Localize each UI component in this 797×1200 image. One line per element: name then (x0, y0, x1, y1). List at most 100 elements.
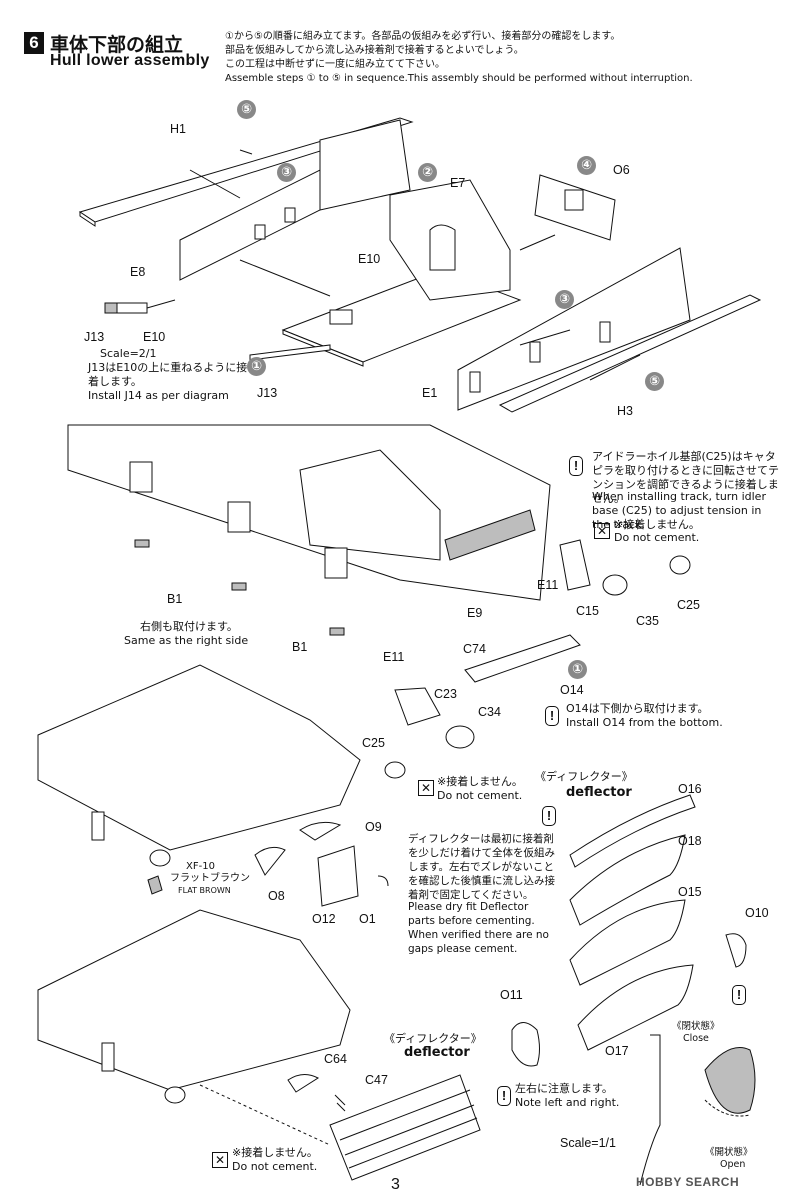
label-e11-a: E11 (537, 578, 559, 592)
label-o11: O11 (500, 988, 523, 1002)
part-o11 (511, 1022, 540, 1067)
label-o15: O15 (678, 885, 702, 899)
label-e7: E7 (450, 176, 466, 190)
label-b1-b: B1 (292, 640, 308, 654)
no-cement-en: Do not cement. (614, 531, 700, 544)
label-h1: H1 (170, 122, 186, 136)
label-c34: C34 (478, 705, 501, 719)
label-c64: C64 (324, 1052, 347, 1066)
paint-name-jp: フラットブラウン (170, 873, 250, 884)
label-e9: E9 (467, 606, 483, 620)
scale-2-1-label: Scale=2/1 (100, 347, 157, 360)
no-cement-icon-3: ✕ (212, 1152, 228, 1168)
idler-note-en: When installing track, turn idler base (… (592, 490, 766, 531)
warning-icon-deflector: ! (542, 806, 556, 826)
deflector-title-en: deflector (566, 785, 632, 800)
label-j13: J13 (257, 386, 278, 400)
deflector2-title-jp: 《ディフレクター》 (384, 1032, 482, 1045)
step-3b-marker: ③ (555, 290, 574, 309)
part-e7-bulkhead (389, 179, 511, 301)
deflector2-title-en: deflector (404, 1045, 470, 1060)
warning-icon: ! (569, 456, 583, 476)
warning-icon-o14: ! (545, 706, 559, 726)
step-number-box: 6 (24, 32, 44, 54)
idler-note-jp: アイドラーホイル基部(C25)はキャタピラを取り付けるときに回転させてテンション… (592, 450, 779, 505)
label-c25-b: C25 (362, 736, 385, 750)
part-o10 (725, 933, 747, 968)
step-1b-marker: ① (568, 660, 587, 679)
label-h3: H3 (617, 404, 633, 418)
open-state-en: Open (720, 1159, 746, 1170)
close-state-jp: 《閉状態》 (672, 1021, 720, 1032)
part-o18 (569, 834, 686, 926)
part-o16 (569, 794, 696, 868)
label-c47: C47 (365, 1073, 388, 1087)
part-c47 (334, 1094, 346, 1112)
step-5b-marker: ⑤ (645, 372, 664, 391)
lr-note-jp: 左右に注意します。 (515, 1082, 613, 1095)
hull-rear-stage4 (37, 909, 351, 1091)
label-c35: C35 (636, 614, 659, 628)
no-cement-icon: ✕ (594, 523, 610, 539)
label-c74: C74 (463, 642, 486, 656)
scale-note-en: Install J14 as per diagram (88, 389, 229, 402)
part-c35 (602, 574, 628, 596)
part-c15 (559, 539, 591, 591)
part-o15 (569, 899, 686, 986)
label-e1: E1 (422, 386, 438, 400)
lr-note-en: Note left and right. (515, 1096, 620, 1109)
deflector-close-state (704, 1047, 756, 1114)
deflector-open-state (704, 1099, 751, 1117)
close-state-en: Close (683, 1033, 709, 1044)
part-c64 (287, 1074, 319, 1093)
deflector-assembly (329, 1074, 481, 1181)
page-number: 3 (391, 1176, 400, 1193)
step-2-marker: ② (418, 163, 437, 182)
paint-name-en: FLAT BROWN (178, 886, 231, 895)
no-cement-icon-2: ✕ (418, 780, 434, 796)
scale-1-1-label: Scale=1/1 (560, 1136, 616, 1150)
header-notes: ①から⑤の順番に組み立てます。各部品の仮組みを必ず行い、接着部分の確認をします。… (225, 30, 785, 86)
label-c15: C15 (576, 604, 599, 618)
step-5-marker: ⑤ (237, 100, 256, 119)
part-o14-plate (464, 634, 581, 683)
inset-frame (639, 1034, 661, 1186)
part-c34 (445, 725, 475, 749)
part-e1-wall (457, 247, 691, 411)
hull-idler-mount (444, 509, 536, 561)
paint-brush-icon (147, 875, 163, 895)
right-side-note-en: Same as the right side (124, 634, 249, 647)
no-cement3-en: Do not cement. (232, 1160, 318, 1173)
label-e8: E8 (130, 265, 146, 279)
label-o16: O16 (678, 782, 702, 796)
part-h3-plate (498, 294, 762, 413)
deflector-note-en: Please dry fit Deflector parts before ce… (408, 901, 549, 955)
o14-note-en: Install O14 from the bottom. (566, 716, 723, 729)
label-o17: O17 (605, 1044, 629, 1058)
label-e11-b: E11 (383, 650, 405, 664)
part-j13-strip (249, 344, 331, 361)
part-c23 (394, 687, 441, 726)
label-o1: O1 (359, 912, 376, 926)
label-j13-inset: J13 (84, 330, 105, 344)
part-o8 (254, 846, 286, 876)
label-o6: O6 (613, 163, 630, 177)
label-b1-a: B1 (167, 592, 183, 606)
no-cement2-jp: ※接着しません。 (437, 775, 523, 788)
watermark: HOBBY SEARCH (636, 1175, 740, 1189)
step-1-marker: ① (247, 357, 266, 376)
part-o12 (317, 845, 359, 907)
step-4-marker: ④ (577, 156, 596, 175)
no-cement2-en: Do not cement. (437, 789, 523, 802)
header-note-1: ①から⑤の順番に組み立てます。各部品の仮組みを必ず行い、接着部分の確認をします。 (225, 31, 621, 42)
warning-icon-lr: ! (497, 1086, 511, 1106)
label-o12: O12 (312, 912, 336, 926)
warning-icon-o10: ! (732, 985, 746, 1005)
part-o1 (377, 875, 389, 887)
part-c25 (669, 555, 691, 575)
part-c25-lower (384, 761, 406, 779)
header-note-4: Assemble steps ① to ⑤ in sequence.This a… (225, 73, 693, 84)
no-cement3-jp: ※接着しません。 (232, 1146, 318, 1159)
label-o18: O18 (678, 834, 702, 848)
